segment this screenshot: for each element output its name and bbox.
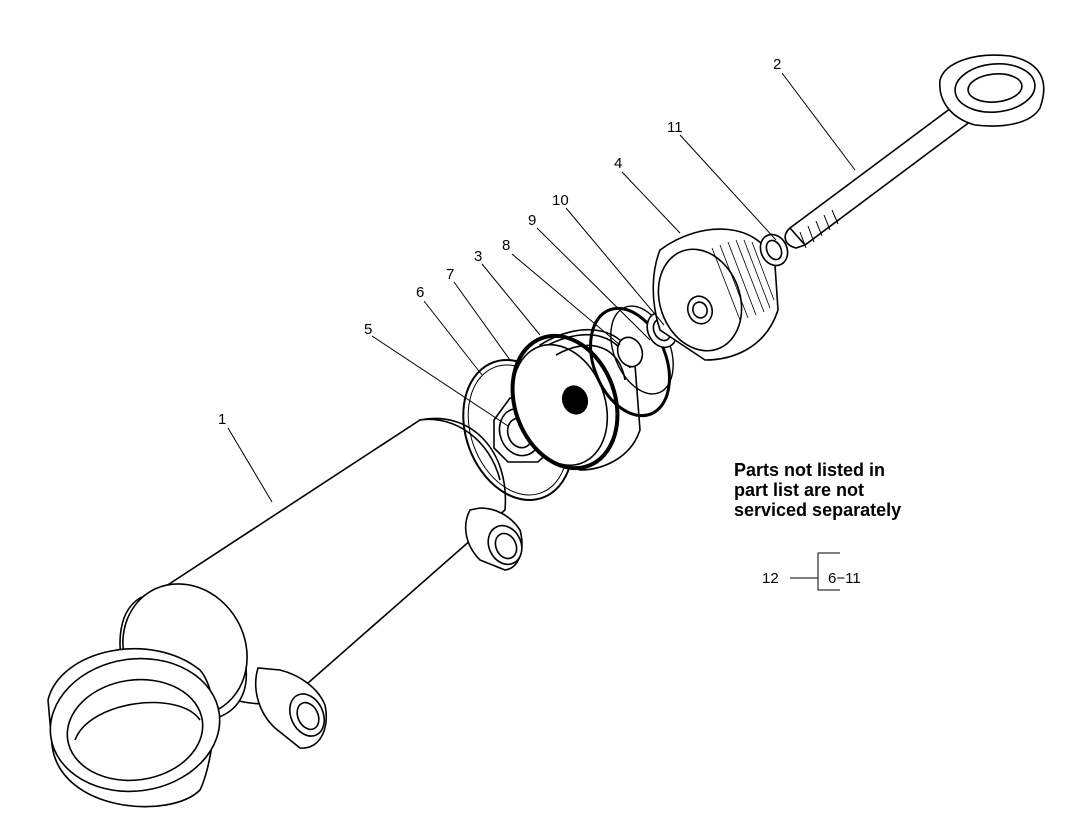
leader-3 <box>481 263 541 336</box>
callout-8: 8 <box>502 237 510 254</box>
leader-7 <box>453 281 511 361</box>
part-4-gland <box>652 228 779 361</box>
callout-7: 7 <box>446 266 454 283</box>
callout-4: 4 <box>614 155 622 172</box>
part-1-cylinder-barrel <box>47 417 523 808</box>
callout-11: 11 <box>667 119 683 136</box>
leader-1 <box>227 427 273 503</box>
callout-1: 1 <box>218 411 226 428</box>
kit-number: 12 <box>762 570 779 587</box>
part-9-ring <box>589 306 671 418</box>
kit-range: 6−11 <box>828 570 861 587</box>
callout-3: 3 <box>474 248 482 265</box>
leader-5 <box>371 335 509 427</box>
callout-5: 5 <box>364 321 372 338</box>
part-2-piston-rod <box>784 54 1045 249</box>
kit-bracket <box>817 552 840 591</box>
leader-6 <box>423 300 483 376</box>
leader-11 <box>679 134 777 241</box>
parts-note-line-2: part list are not <box>734 480 865 500</box>
leader-8 <box>511 253 621 346</box>
callout-6: 6 <box>416 284 424 301</box>
part-7-seal <box>510 333 620 471</box>
kit-reference: 12 6−11 <box>762 552 861 591</box>
callout-9: 9 <box>528 212 536 229</box>
leader-9 <box>536 227 651 341</box>
part-11-wiper <box>759 233 789 267</box>
leader-lines <box>227 72 856 503</box>
leader-10 <box>565 207 665 326</box>
callout-numbers: 1 2 3 4 5 6 7 8 9 10 11 <box>218 56 781 428</box>
callout-2: 2 <box>773 56 781 73</box>
leader-4 <box>621 171 681 234</box>
parts-note-line-3: serviced separately <box>734 500 902 520</box>
callout-10: 10 <box>552 192 569 209</box>
leader-2 <box>781 72 856 171</box>
parts-note: Parts not listed in part list are not se… <box>734 460 974 520</box>
parts-note-line-1: Parts not listed in <box>734 460 886 480</box>
